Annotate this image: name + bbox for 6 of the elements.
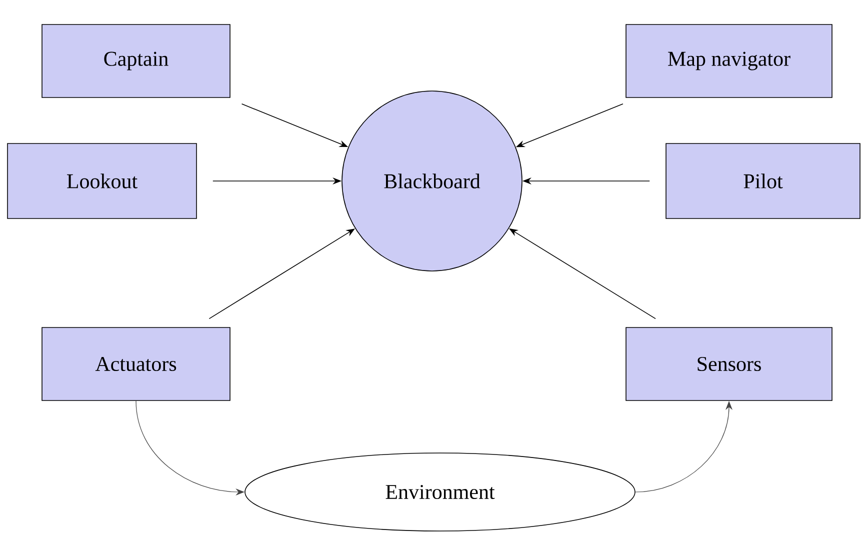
process-box: Lookout (7, 143, 197, 219)
process-box: Sensors (626, 327, 832, 401)
process-box: Map navigator (626, 24, 832, 98)
process-box: Captain (42, 24, 230, 98)
process-box: Actuators (42, 327, 230, 401)
process-box: Pilot (666, 143, 860, 219)
